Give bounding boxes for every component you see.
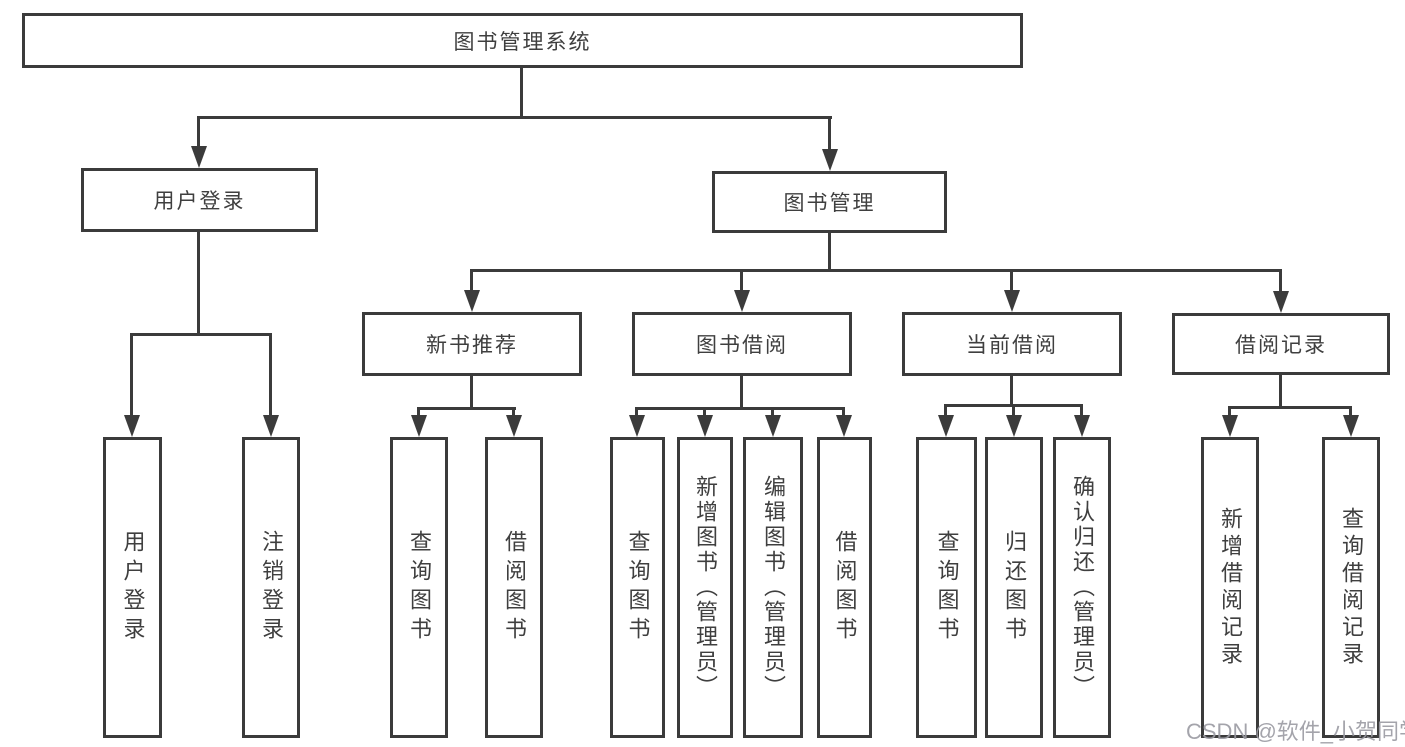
node-user-login: 用户登录 xyxy=(81,168,318,232)
connector-line xyxy=(470,269,1282,272)
leaf-borrow-borrow-books: 借阅图书 xyxy=(817,437,872,738)
connector-line xyxy=(771,407,774,419)
node-borrow-records-label: 借阅记录 xyxy=(1235,334,1327,357)
arrow-down-icon xyxy=(836,415,852,437)
node-new-book-recommend: 新书推荐 xyxy=(362,312,582,376)
arrow-down-icon xyxy=(629,415,645,437)
connector-line xyxy=(1349,406,1352,419)
connector-line xyxy=(944,404,947,418)
leaf-user-login-label: 用户登录 xyxy=(120,529,146,646)
arrow-down-icon xyxy=(1006,415,1022,437)
node-root-label: 图书管理系统 xyxy=(453,30,592,54)
arrow-down-icon xyxy=(506,415,522,437)
leaf-current-confirm-return-admin-label: 确认归还（管理员） xyxy=(1070,475,1095,700)
connector-line xyxy=(828,233,831,271)
connector-line xyxy=(1012,404,1015,418)
leaf-borrow-query-books-label: 查询图书 xyxy=(625,529,651,646)
node-new-book-recommend-label: 新书推荐 xyxy=(426,334,518,357)
arrow-down-icon xyxy=(411,415,427,437)
leaf-query-borrow-record-label: 查询借阅记录 xyxy=(1339,506,1364,669)
csdn-watermark: CSDN @软件_小贺同学 xyxy=(1186,719,1405,744)
leaf-logout-label: 注销登录 xyxy=(259,529,284,646)
connector-line xyxy=(520,68,523,118)
arrow-down-icon xyxy=(734,290,750,312)
connector-line xyxy=(703,407,706,419)
node-book-borrow: 图书借阅 xyxy=(632,312,852,376)
leaf-current-query-books: 查询图书 xyxy=(916,437,977,738)
leaf-borrow-query-books: 查询图书 xyxy=(610,437,665,738)
leaf-user-login: 用户登录 xyxy=(103,437,162,738)
leaf-borrow-edit-books-admin: 编辑图书（管理员） xyxy=(743,437,803,738)
node-borrow-records: 借阅记录 xyxy=(1172,313,1390,375)
leaf-add-borrow-record-label: 新增借阅记录 xyxy=(1218,506,1243,669)
connector-line xyxy=(1279,269,1282,295)
connector-line xyxy=(130,333,272,336)
connector-line xyxy=(1010,269,1013,295)
node-current-borrow-label: 当前借阅 xyxy=(966,334,1058,357)
connector-line xyxy=(417,407,420,419)
leaf-borrow-add-books-admin-label: 新增图书（管理员） xyxy=(693,475,718,700)
arrow-down-icon xyxy=(1343,415,1359,437)
arrow-down-icon xyxy=(124,415,140,437)
arrow-down-icon xyxy=(697,415,713,437)
leaf-current-confirm-return-admin: 确认归还（管理员） xyxy=(1053,437,1111,738)
leaf-borrow-add-books-admin: 新增图书（管理员） xyxy=(677,437,733,738)
leaf-current-query-books-label: 查询图书 xyxy=(934,529,960,646)
node-root: 图书管理系统 xyxy=(22,13,1023,68)
arrow-down-icon xyxy=(263,415,279,437)
connector-line xyxy=(197,116,832,119)
connector-line xyxy=(1228,406,1352,409)
connector-line xyxy=(635,407,638,419)
connector-line xyxy=(1080,404,1083,418)
node-current-borrow: 当前借阅 xyxy=(902,312,1122,376)
connector-line xyxy=(740,269,743,295)
leaf-current-return-books-label: 归还图书 xyxy=(1002,529,1027,646)
arrow-down-icon xyxy=(1273,291,1289,313)
connector-line xyxy=(828,116,831,154)
arrow-down-icon xyxy=(1004,290,1020,312)
connector-line xyxy=(269,333,272,419)
arrow-down-icon xyxy=(1222,415,1238,437)
connector-line xyxy=(470,269,473,295)
leaf-borrow-edit-books-admin-label: 编辑图书（管理员） xyxy=(761,475,786,700)
arrow-down-icon xyxy=(1074,415,1090,437)
leaf-recommend-query-books-label: 查询图书 xyxy=(407,529,432,646)
leaf-recommend-borrow-books-label: 借阅图书 xyxy=(502,529,527,646)
node-book-management: 图书管理 xyxy=(712,171,947,233)
node-user-login-label: 用户登录 xyxy=(153,190,246,213)
connector-line xyxy=(512,407,515,419)
leaf-logout: 注销登录 xyxy=(242,437,300,738)
connector-line xyxy=(740,376,743,409)
connector-line xyxy=(197,232,200,335)
leaf-borrow-borrow-books-label: 借阅图书 xyxy=(832,529,858,646)
connector-line xyxy=(470,376,473,409)
connector-line xyxy=(1279,375,1282,408)
connector-line xyxy=(635,407,845,410)
arrow-down-icon xyxy=(938,415,954,437)
connector-line xyxy=(417,407,516,410)
node-book-borrow-label: 图书借阅 xyxy=(696,334,788,357)
leaf-recommend-borrow-books: 借阅图书 xyxy=(485,437,543,738)
leaf-add-borrow-record: 新增借阅记录 xyxy=(1201,437,1259,738)
arrow-down-icon xyxy=(191,146,207,168)
connector-line xyxy=(197,116,200,152)
leaf-current-return-books: 归还图书 xyxy=(985,437,1043,738)
arrow-down-icon xyxy=(464,290,480,312)
connector-line xyxy=(842,407,845,419)
connector-line xyxy=(1228,406,1231,419)
node-book-management-label: 图书管理 xyxy=(783,192,876,215)
connector-line xyxy=(130,333,133,419)
arrow-down-icon xyxy=(765,415,781,437)
arrow-down-icon xyxy=(822,149,838,171)
leaf-recommend-query-books: 查询图书 xyxy=(390,437,448,738)
leaf-query-borrow-record: 查询借阅记录 xyxy=(1322,437,1380,738)
connector-line xyxy=(1010,376,1013,406)
